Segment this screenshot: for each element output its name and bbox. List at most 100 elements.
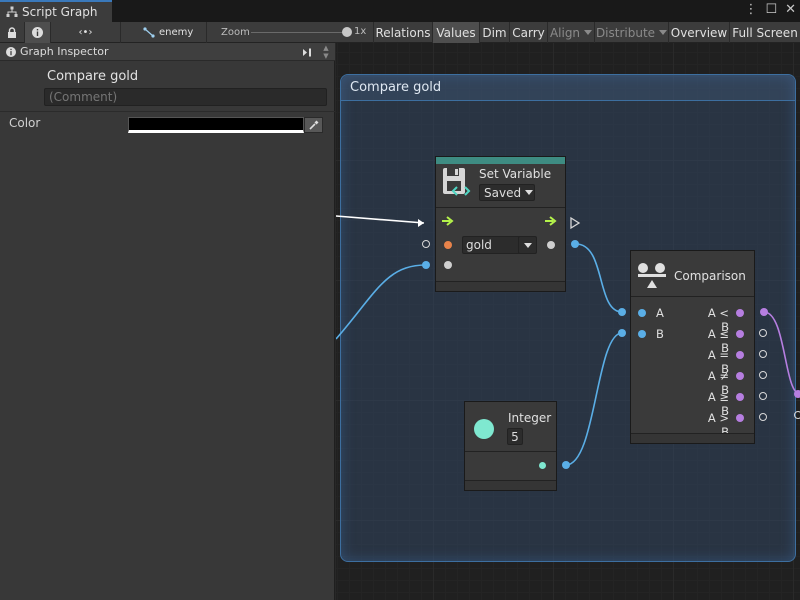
input-port[interactable] <box>422 240 430 248</box>
object-input-port[interactable] <box>444 241 452 249</box>
scroll-up-icon[interactable]: ▲ <box>323 44 328 52</box>
lock-button[interactable] <box>0 22 24 43</box>
node-title: Integer <box>508 411 551 425</box>
node-header: Set Variable Saved <box>436 164 565 208</box>
output-port-greater[interactable] <box>759 413 767 421</box>
comparison-a-port[interactable] <box>618 308 626 316</box>
integer-output-port-inner[interactable] <box>539 462 546 469</box>
integer-value: 5 <box>511 430 519 444</box>
value-connection-gold-a <box>576 244 622 312</box>
output-port-inner[interactable] <box>736 393 744 401</box>
set-variable-node[interactable]: Set Variable Saved gold <box>435 156 566 292</box>
node-header: Integer 5 <box>465 402 556 452</box>
breadcrumb[interactable]: enemy <box>120 22 206 43</box>
flow-connection <box>336 216 424 223</box>
integer-node[interactable]: Integer 5 <box>464 401 557 491</box>
code-brackets-icon: ‹•› <box>79 27 93 38</box>
input-label-a: A <box>656 306 664 320</box>
inspector-header: Graph Inspector <box>0 43 335 61</box>
scroll-down-icon[interactable]: ▼ <box>323 52 328 60</box>
comparison-node[interactable]: Comparison A B A < B A ≤ B A = B A ≠ B A… <box>630 250 755 444</box>
output-port-inner[interactable] <box>736 372 744 380</box>
eyedropper-button[interactable] <box>304 117 323 133</box>
chevron-down-icon <box>659 30 667 35</box>
values-button[interactable]: Values <box>432 22 479 43</box>
output-port-inner[interactable] <box>736 330 744 338</box>
inspector-scroll-arrows[interactable]: ▲ ▼ <box>317 43 335 61</box>
relations-button[interactable]: Relations <box>373 22 432 43</box>
flow-arrow-icon <box>418 219 424 227</box>
flow-input-icon[interactable] <box>442 216 455 226</box>
carry-button[interactable]: Carry <box>509 22 547 43</box>
divider <box>0 111 335 112</box>
connected-input-port[interactable] <box>794 390 800 398</box>
tab-title: Script Graph <box>22 5 97 19</box>
node-footer <box>436 281 565 291</box>
tab-script-graph[interactable]: Script Graph <box>0 0 112 22</box>
output-port-not-equal[interactable] <box>759 371 767 379</box>
window-controls: ⋮ ☐ ✕ <box>744 2 796 17</box>
input-port[interactable] <box>794 411 800 419</box>
chevron-down-icon <box>524 243 532 248</box>
overview-button[interactable]: Overview <box>668 22 729 43</box>
chevron-down-icon <box>525 190 533 195</box>
inspector-title: Graph Inspector <box>20 45 109 58</box>
integer-output-port[interactable] <box>562 461 570 469</box>
output-port-inner[interactable] <box>736 351 744 359</box>
zoom-slider-thumb[interactable] <box>342 27 352 37</box>
set-variable-value-port[interactable] <box>422 261 430 269</box>
distribute-label: Distribute <box>596 26 655 40</box>
zoom-label: Zoom <box>221 27 250 38</box>
chevron-down-icon <box>584 30 592 35</box>
dim-button[interactable]: Dim <box>479 22 509 43</box>
collapse-panel-button[interactable] <box>300 45 314 59</box>
save-variable-icon <box>442 167 472 199</box>
value-output-port[interactable] <box>571 240 579 248</box>
variable-name-dropdown[interactable] <box>518 236 537 254</box>
comparison-b-port[interactable] <box>618 329 626 337</box>
output-port-less-equal[interactable] <box>759 329 767 337</box>
output-port-less[interactable] <box>760 308 768 316</box>
color-field[interactable] <box>128 117 304 133</box>
zoom-control: Zoom 1x <box>206 22 373 43</box>
node-footer <box>465 480 556 490</box>
align-dropdown[interactable]: Align <box>547 22 594 43</box>
comparison-scale-icon <box>637 262 667 288</box>
integer-value-field[interactable]: 5 <box>507 428 523 445</box>
node-accent-bar <box>436 157 565 164</box>
inspector-toggle-button[interactable] <box>24 22 50 43</box>
more-menu-icon[interactable]: ⋮ <box>744 2 757 17</box>
scope-label: Saved <box>484 186 521 200</box>
lock-icon <box>7 27 17 38</box>
comment-input[interactable] <box>44 88 327 106</box>
boolean-connection <box>764 312 800 394</box>
distribute-dropdown[interactable]: Distribute <box>594 22 668 43</box>
output-port-inner[interactable] <box>736 414 744 422</box>
node-header: Comparison <box>631 251 754 297</box>
input-port-a[interactable] <box>638 309 646 317</box>
variable-scope-dropdown[interactable]: Saved <box>479 184 535 201</box>
zoom-slider-track[interactable] <box>251 32 347 33</box>
close-icon[interactable]: ✕ <box>785 2 796 17</box>
window-tab-bar: Script Graph ⋮ ☐ ✕ <box>0 0 800 22</box>
output-port-greater-equal[interactable] <box>759 392 767 400</box>
flow-output-icon[interactable] <box>545 216 558 226</box>
value-input-port[interactable] <box>444 261 452 269</box>
zoom-value: 1x <box>354 26 366 37</box>
input-port-b[interactable] <box>638 330 646 338</box>
code-view-button[interactable]: ‹•› <box>50 22 120 43</box>
output-port-equal[interactable] <box>759 350 767 358</box>
value-input-port[interactable] <box>547 241 555 249</box>
full-screen-button[interactable]: Full Screen <box>729 22 800 43</box>
node-title: Comparison <box>674 269 746 283</box>
value-connection <box>336 265 426 339</box>
maximize-icon[interactable]: ☐ <box>765 2 777 17</box>
breadcrumb-label: enemy <box>159 27 193 38</box>
info-icon <box>32 27 43 38</box>
graph-canvas[interactable]: Compare gold Set Variable Saved <box>336 43 800 600</box>
output-port-inner[interactable] <box>736 309 744 317</box>
flow-exit-icon[interactable] <box>570 217 580 229</box>
node-title: Set Variable <box>479 167 551 181</box>
value-connection-integer-b <box>566 333 622 465</box>
integer-icon <box>474 419 494 439</box>
